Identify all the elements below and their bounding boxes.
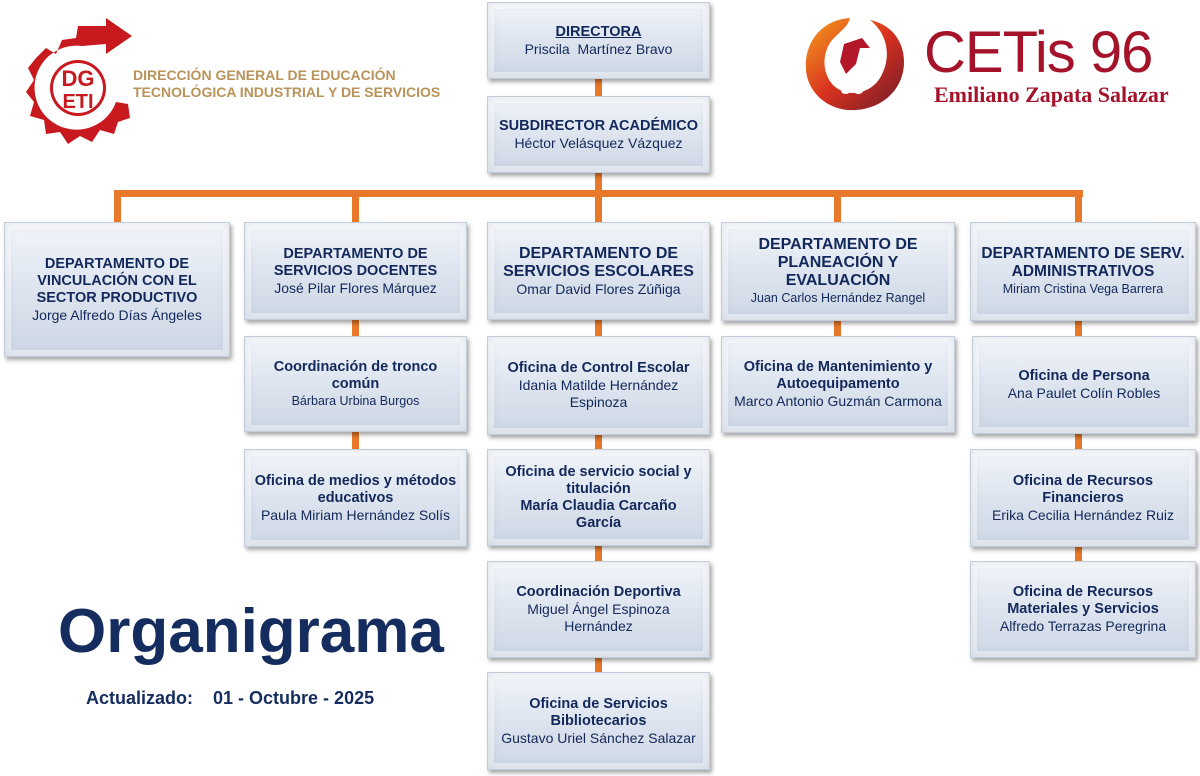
dgeti-logo: DG ETI [26,18,132,144]
updated-date: Actualizado: 01 - Octubre - 2025 [86,688,375,708]
page-title: Organigrama [58,597,444,666]
connector [834,190,841,222]
svg-text:96: 96 [840,74,864,99]
connector [1075,190,1082,222]
connector [595,79,602,96]
svg-text:DG: DG [62,66,95,91]
cetis-subtitle: Emiliano Zapata Salazar [934,82,1169,107]
connector [595,190,602,222]
office-box: Oficina de Recursos Materiales y Servici… [970,561,1196,658]
dgeti-name: DIRECCIÓN GENERAL DE EDUCACIÓN TECNOLÓGI… [133,67,441,100]
svg-text:ETI: ETI [62,91,93,113]
connector [1075,320,1082,562]
connector [595,173,602,193]
connector [114,190,121,222]
cetis-name: CETis 96 [924,20,1153,85]
department-box: DEPARTAMENTO DE VINCULACIÓN CON EL SECTO… [4,222,230,357]
connector [352,190,359,222]
cetis-phoenix-logo: 96 [805,18,904,111]
office-box: Oficina de Mantenimiento y Autoequipamen… [721,336,955,433]
connector [834,320,841,336]
